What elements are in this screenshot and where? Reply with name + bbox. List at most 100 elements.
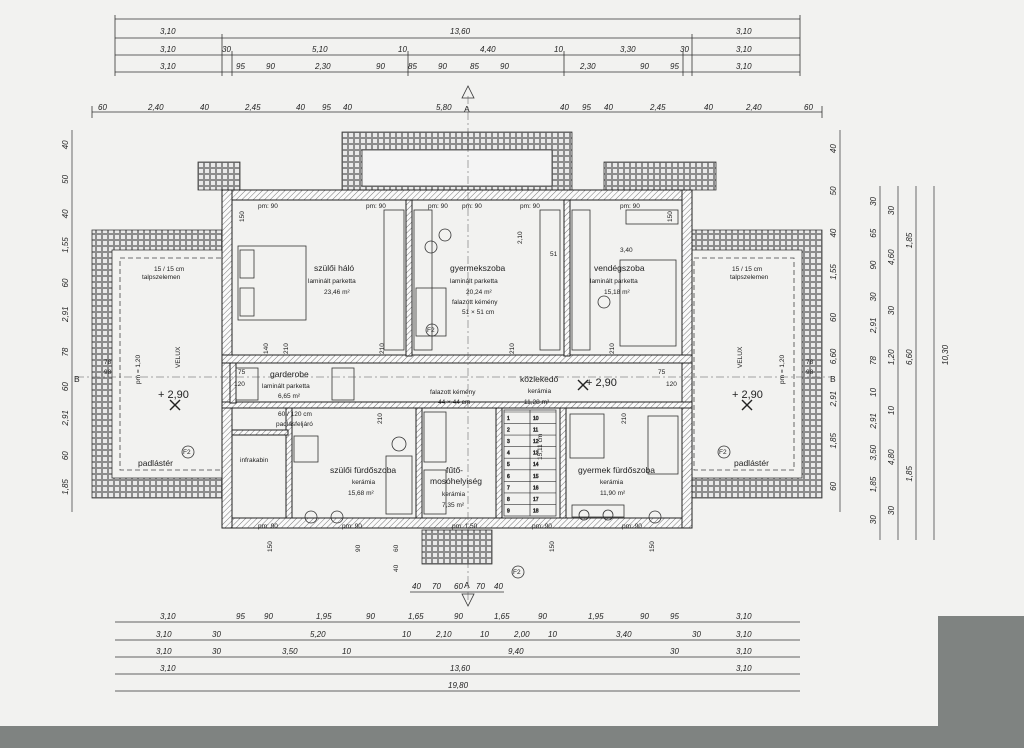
dim-label: 3,10 bbox=[736, 612, 752, 621]
dim-label: 10 bbox=[887, 406, 896, 415]
parapet-height: pm: 1,50 bbox=[452, 523, 478, 530]
dim-label: 3,10 bbox=[156, 647, 172, 656]
dim-label: 3,40 bbox=[616, 630, 632, 639]
dim-label: 40 bbox=[61, 140, 70, 149]
dim-label: 3,10 bbox=[736, 45, 752, 54]
stair-step-number: 18 bbox=[533, 508, 539, 514]
dim-label: 60 bbox=[61, 278, 70, 287]
dim-label: 40 bbox=[704, 103, 713, 112]
level-marker: + 2,90 bbox=[586, 377, 617, 389]
dim-label: 90 bbox=[266, 62, 275, 71]
beam-label: talpszelemen bbox=[730, 274, 769, 281]
dim-label: 40 bbox=[61, 209, 70, 218]
chimney-size: 44 × 44 cm bbox=[438, 399, 470, 406]
dimension-lines-bottom bbox=[115, 591, 800, 692]
dim-label: 30 bbox=[670, 647, 679, 656]
room-area: 11,28 m² bbox=[524, 399, 550, 406]
dim-label: 6,60 bbox=[829, 348, 838, 364]
dim-label: 90 bbox=[438, 62, 447, 71]
dim-labels-top-row3: 3,10 95 90 2,30 90 85 90 85 90 2,30 90 9… bbox=[160, 62, 752, 71]
window-dim: 120 bbox=[234, 381, 245, 388]
room-vendegszoba: vendégszoba laminált parketta 15,18 m² bbox=[590, 263, 645, 296]
stair-step-number: 7 bbox=[507, 485, 510, 491]
section-label: A bbox=[464, 580, 470, 590]
opening-height: 210 bbox=[283, 343, 290, 354]
dim-label: 90 bbox=[366, 612, 375, 621]
parapet-height: pm: 90 bbox=[258, 523, 278, 530]
dim-label: 1,85 bbox=[829, 433, 838, 449]
stair-step-number: 13 bbox=[533, 451, 539, 457]
dim-label: 2,45 bbox=[244, 103, 261, 112]
chimney-dim: 51 bbox=[550, 251, 558, 258]
dim-label: 60 bbox=[98, 103, 107, 112]
opening-height: 150 bbox=[549, 541, 556, 552]
dim-label: 1,65 bbox=[494, 612, 510, 621]
parapet-height: pm: 90 bbox=[342, 523, 362, 530]
section-label: A bbox=[464, 104, 470, 114]
dim-label: 30 bbox=[887, 506, 896, 515]
dim-label: 10 bbox=[402, 630, 411, 639]
dim-labels-bottom-row3: 3,10 30 3,50 10 9,40 30 3,10 bbox=[156, 647, 752, 656]
dim-label: 30 bbox=[212, 630, 221, 639]
dim-label: 90 bbox=[538, 612, 547, 621]
room-area: 23,46 m² bbox=[324, 289, 350, 296]
dim-label: 10 bbox=[548, 630, 557, 639]
dim-label: 1,55 bbox=[829, 264, 838, 280]
window-dim: 98 bbox=[104, 369, 112, 376]
dim-label: 60 bbox=[61, 382, 70, 391]
dim-label: 40 bbox=[200, 103, 209, 112]
dim-labels-right: 4050401,55606,602,911,8560306590302,9178… bbox=[829, 144, 950, 524]
room-name: közlekedő bbox=[520, 374, 559, 384]
room-futo-mosohelyiseg: fűtő- mosóhelyiség kerámia 7,35 m² bbox=[430, 465, 482, 509]
dim-label: 40 bbox=[829, 144, 838, 153]
dim-labels-stairwell: 40 70 60 70 40 bbox=[412, 582, 503, 591]
window-dim: 120 bbox=[666, 381, 677, 388]
dim-label: 3,10 bbox=[736, 664, 752, 673]
dim-label: 2,30 bbox=[314, 62, 331, 71]
level-icons bbox=[169, 379, 753, 411]
window-dim: 78 bbox=[806, 359, 814, 366]
pm-label: pm = 1,20 bbox=[135, 355, 142, 384]
f2-label: F2 bbox=[427, 327, 435, 334]
dim-label: 2,91 bbox=[61, 306, 70, 323]
parapet-height: pm: 90 bbox=[520, 203, 540, 210]
stair-step-number: 16 bbox=[533, 485, 539, 491]
dim-ticks-top bbox=[91, 15, 823, 118]
dim-label: 60 bbox=[829, 313, 838, 322]
dim-label: 1,55 bbox=[61, 237, 70, 253]
window-dim: 75 bbox=[658, 369, 666, 376]
f2-icon bbox=[511, 565, 525, 579]
f2-icon bbox=[425, 323, 439, 337]
dim-label: 40 bbox=[343, 103, 352, 112]
opening-height: 210 bbox=[621, 413, 628, 424]
dim-label: 90 bbox=[869, 260, 878, 269]
dim-label: 30 bbox=[869, 292, 878, 301]
dim-label: 3,10 bbox=[736, 27, 752, 36]
dim-label: 2,10 bbox=[435, 630, 452, 639]
stair-step-number: 10 bbox=[533, 416, 539, 422]
stair-note: 15,11 cm bbox=[537, 434, 544, 460]
dim-label: 5,10 bbox=[312, 45, 328, 54]
dim-label: 3,10 bbox=[160, 62, 176, 71]
level-marker: + 2,90 bbox=[158, 389, 189, 401]
dim-label: 3,50 bbox=[869, 444, 878, 460]
dim-label: 10 bbox=[869, 387, 878, 396]
dim-label: 40 bbox=[494, 582, 503, 591]
dim-label: 90 bbox=[640, 62, 649, 71]
dim-label: 30 bbox=[212, 647, 221, 656]
dim-label: 2,45 bbox=[649, 103, 666, 112]
dim-label: 10 bbox=[342, 647, 351, 656]
dim-labels-bottom-row1: 3,10 95 90 1,95 90 1,65 90 1,65 90 1,95 … bbox=[160, 612, 752, 621]
dim-label: 85 bbox=[470, 62, 479, 71]
dim-label: 1,95 bbox=[316, 612, 332, 621]
dim-label: 1,85 bbox=[869, 476, 878, 492]
section-markers: A A B B bbox=[74, 85, 836, 607]
dim-label: 3,30 bbox=[620, 45, 636, 54]
dim-label: 78 bbox=[61, 347, 70, 356]
window-dim: 78 bbox=[104, 359, 112, 366]
stair-step-number: 3 bbox=[507, 439, 510, 445]
attic-outlines bbox=[119, 257, 795, 471]
dim-label: 2,91 bbox=[869, 413, 878, 430]
